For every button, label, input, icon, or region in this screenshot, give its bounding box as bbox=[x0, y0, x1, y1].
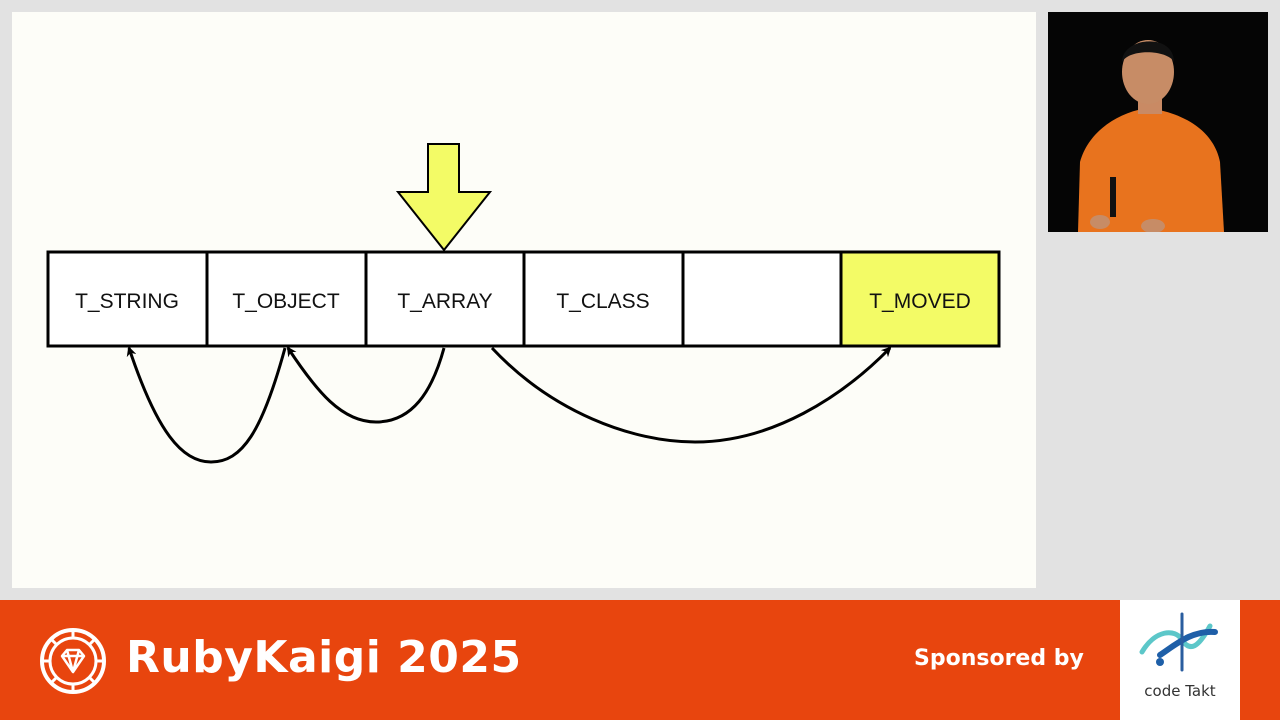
event-title: RubyKaigi 2025 bbox=[126, 632, 522, 683]
speaker-video bbox=[1048, 12, 1268, 232]
event-banner bbox=[0, 600, 1280, 720]
heap-cell-5-moved bbox=[839, 250, 1001, 348]
heap-cell-1 bbox=[205, 250, 368, 348]
memory-diagram: T_STRING T_OBJECT T_ARRAY T_CLASS T_MOVE… bbox=[46, 143, 1001, 464]
heap-cell-0 bbox=[46, 250, 209, 348]
cell-label-t-moved: T_MOVED bbox=[869, 290, 971, 313]
cell-label-t-class: T_CLASS bbox=[556, 290, 649, 313]
heap-cell-4 bbox=[681, 250, 843, 348]
speaker-camera-feed bbox=[1048, 12, 1268, 232]
reference-arrow-array-to-moved bbox=[490, 346, 892, 444]
rubykaigi-logo-icon bbox=[40, 628, 106, 694]
pointer-arrow bbox=[395, 143, 493, 252]
code-takt-logo-icon bbox=[1139, 612, 1218, 672]
reference-arrow-array-to-object bbox=[286, 346, 446, 424]
reference-arrow-object-to-string bbox=[126, 346, 287, 464]
sponsor-name: code Takt bbox=[1144, 682, 1216, 700]
sponsored-by-label: Sponsored by bbox=[914, 646, 1084, 671]
heap-cell-2 bbox=[364, 250, 526, 348]
presentation-slide: T_STRING T_OBJECT T_ARRAY T_CLASS T_MOVE… bbox=[12, 12, 1036, 588]
cell-label-t-string: T_STRING bbox=[75, 290, 179, 313]
cell-label-t-array: T_ARRAY bbox=[397, 290, 492, 313]
cell-label-t-object: T_OBJECT bbox=[232, 290, 340, 313]
sponsor-logo-box: code Takt bbox=[1120, 600, 1240, 720]
